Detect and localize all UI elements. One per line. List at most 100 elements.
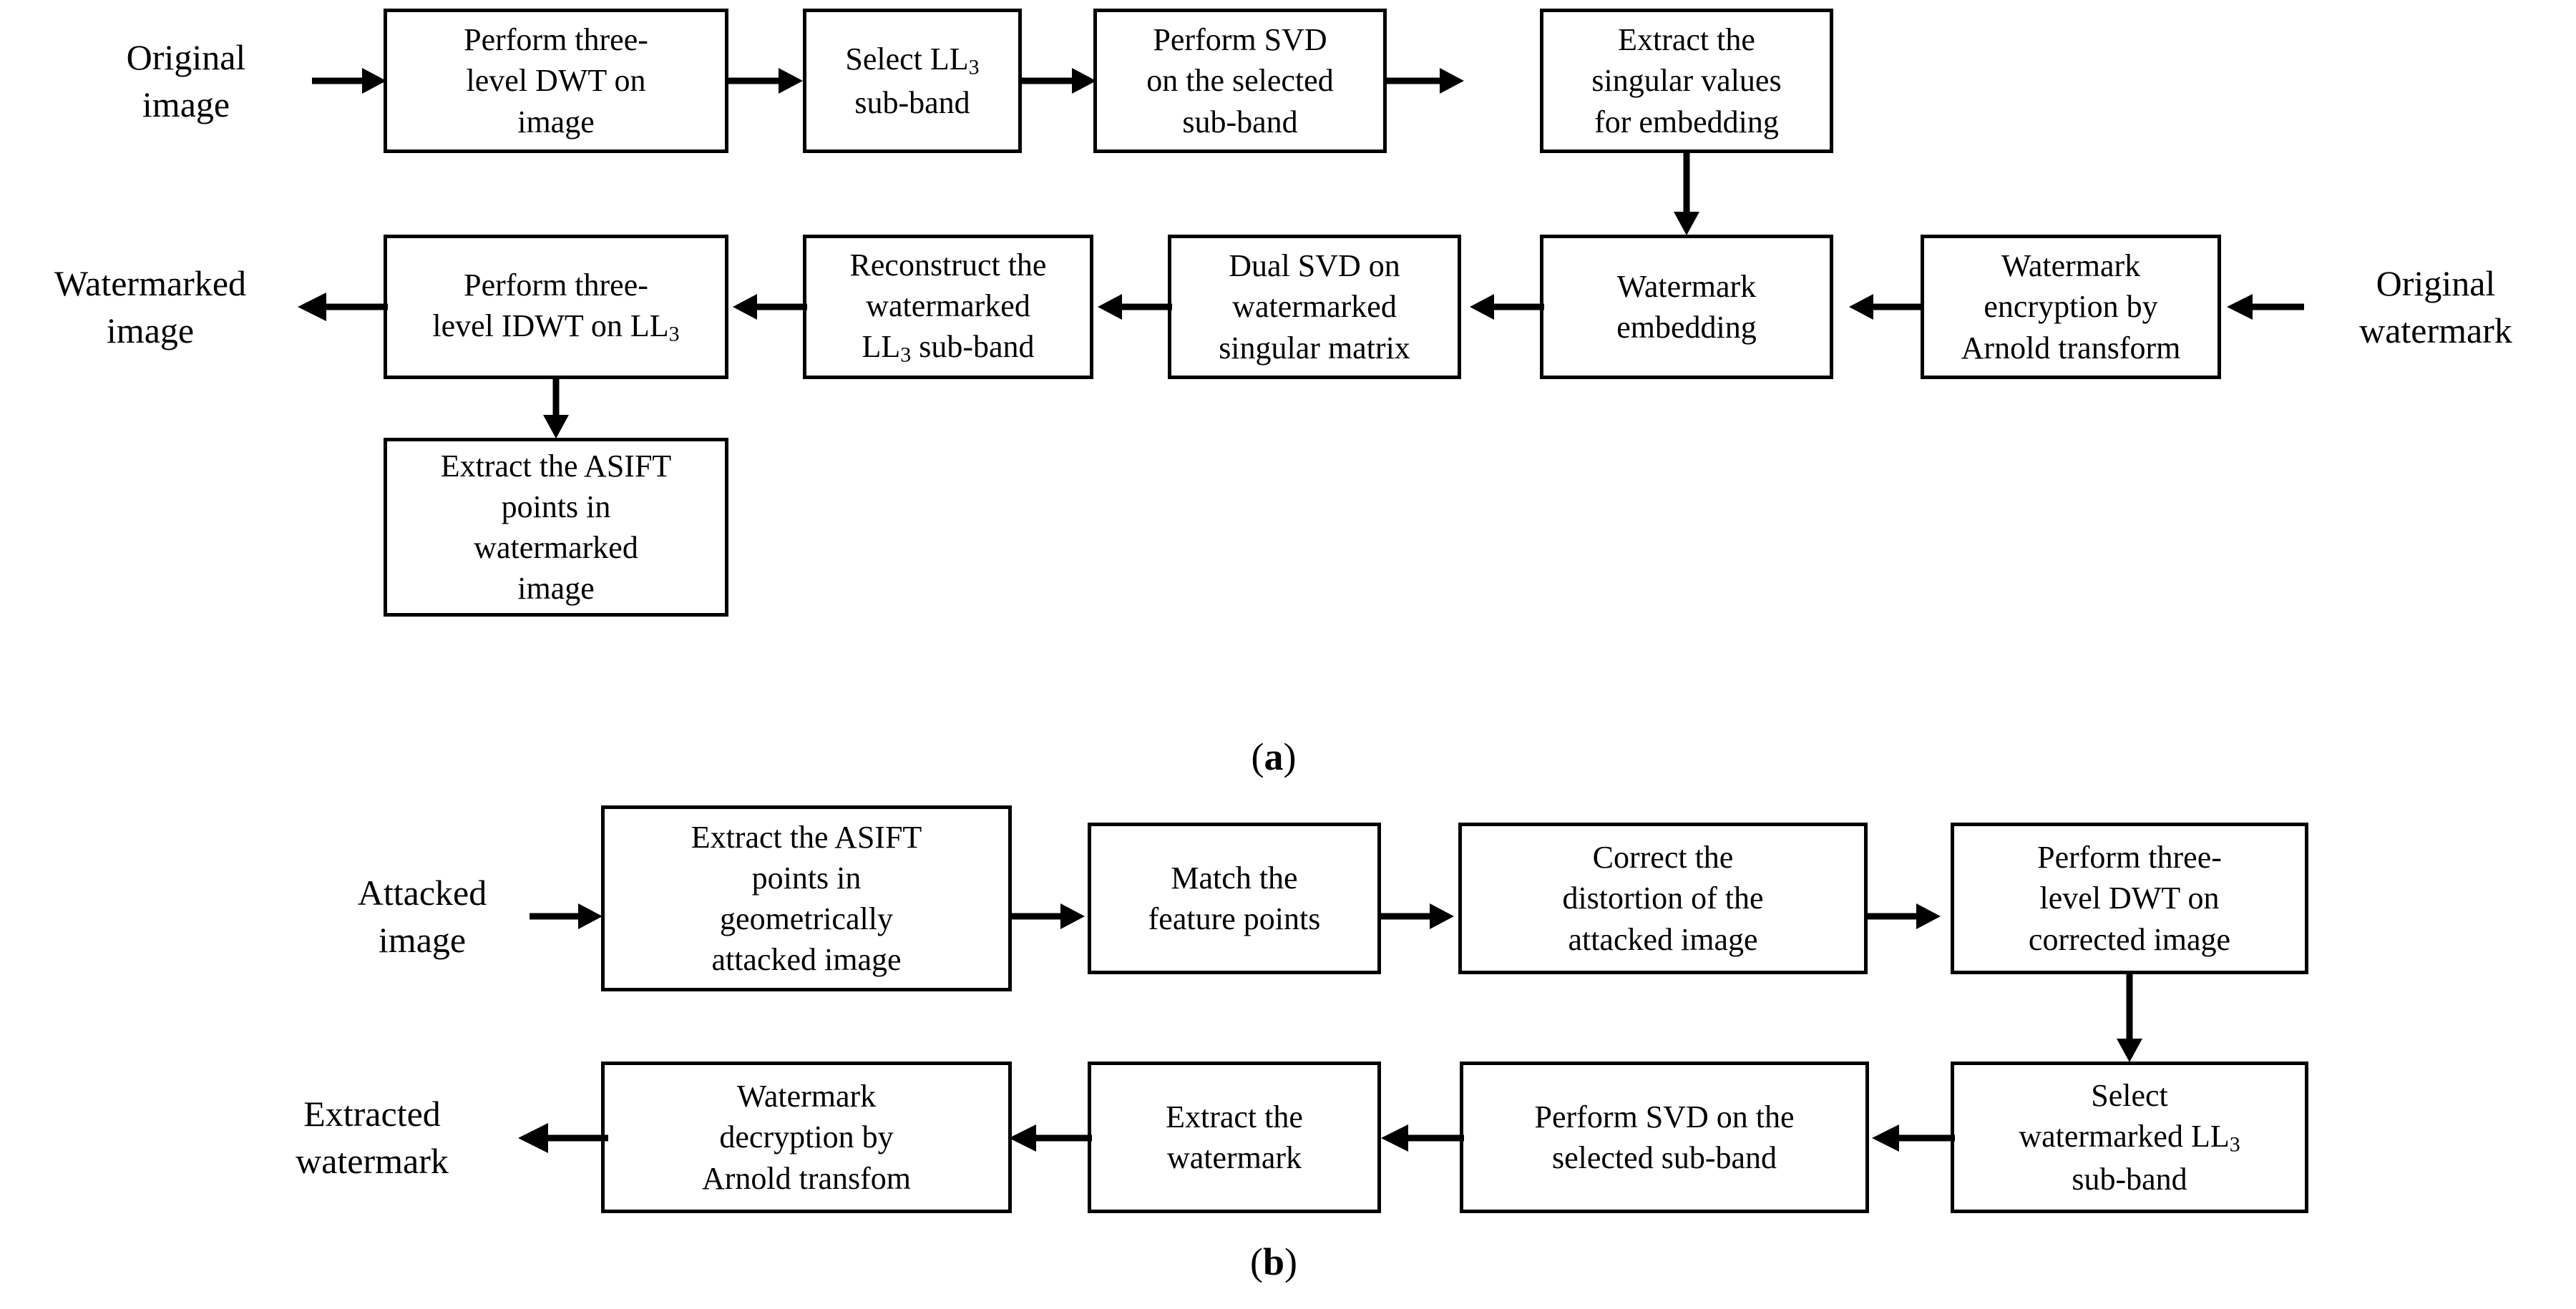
arrow-a8-to-a9 — [728, 289, 807, 325]
node-extract-asift-points-in-geometrically-attacked-image[interactable]: Extract the ASIFT points in geometricall… — [601, 805, 1012, 991]
node-a10-line1: Extract the ASIFT — [440, 448, 672, 484]
node-a7-line1: Dual SVD on — [1229, 248, 1400, 284]
terminal-watermarked-image-line2: image — [106, 310, 195, 350]
node-watermark-decryption-by-arnold-transfom[interactable]: Watermark decryption by Arnold transfom — [601, 1062, 1012, 1213]
arrow-a3-to-a4 — [1387, 63, 1465, 99]
node-b1-line4: attacked image — [711, 942, 902, 978]
node-a3-line3: sub-band — [1182, 104, 1298, 139]
node-a10-line3: watermarked — [474, 530, 638, 565]
node-select-watermarked-ll3-sub-band[interactable]: Select watermarked LL3 sub-band — [1951, 1062, 2308, 1213]
node-b4-line1: Perform three- — [2037, 840, 2222, 876]
node-b2-line2: feature points — [1148, 901, 1321, 936]
terminal-attacked-image: Attacked image — [301, 855, 544, 977]
arrow-b6-to-b7 — [1378, 1120, 1464, 1156]
node-b6-line1: Perform SVD on the — [1534, 1099, 1795, 1134]
terminal-extracted-watermark: Extracted watermark — [236, 1073, 508, 1202]
node-perform-svd-on-selected-sub-band[interactable]: Perform SVD on the selected sub-band — [1093, 9, 1387, 153]
node-watermark-encryption-by-arnold-transform[interactable]: Watermark encryption by Arnold transform — [1921, 235, 2221, 379]
node-a3-line2: on the selected — [1146, 63, 1334, 99]
node-perform-three-level-dwt-on-corrected-image[interactable]: Perform three- level DWT on corrected im… — [1951, 823, 2308, 974]
node-match-the-feature-points[interactable]: Match the feature points — [1088, 823, 1381, 974]
arrow-attacked-image-to-b1 — [530, 898, 605, 934]
terminal-attacked-image-line2: image — [378, 920, 467, 960]
node-b4-line2: level DWT on — [2039, 881, 2220, 916]
node-b1-line2: points in — [751, 860, 862, 896]
arrow-b2-to-b3 — [1381, 898, 1457, 934]
node-b4-line3: corrected image — [2028, 921, 2231, 957]
panel-a-caption-text: (a) — [1251, 735, 1297, 778]
node-extract-asift-points-in-watermarked-image[interactable]: Extract the ASIFT points in watermarked … — [384, 438, 728, 617]
arrow-original-watermark-to-a6 — [1845, 289, 1923, 325]
node-perform-three-level-idwt-on-ll3[interactable]: Perform three- level IDWT on LL3 — [384, 235, 728, 379]
node-b8-line2: decryption by — [719, 1119, 894, 1155]
node-b3-line1: Correct the — [1592, 840, 1734, 876]
arrow-a9-to-watermarked-image — [295, 289, 388, 325]
node-a5-line2: embedding — [1616, 310, 1757, 345]
node-a3-line1: Perform SVD — [1153, 22, 1327, 58]
arrow-b1-to-b2 — [1012, 898, 1088, 934]
node-a7-line2: watermarked — [1232, 289, 1397, 325]
node-b8-line1: Watermark — [736, 1079, 877, 1114]
node-a4-line1: Extract the — [1618, 22, 1755, 58]
terminal-original-watermark-line1: Original — [2376, 263, 2496, 303]
arrow-a9-to-a10 — [538, 378, 574, 439]
node-a10-line4: image — [517, 571, 595, 607]
node-b5-line1: Select — [2091, 1077, 2168, 1113]
node-a1-line1: Perform three- — [464, 22, 648, 58]
terminal-attacked-image-line1: Attacked — [357, 873, 487, 913]
terminal-original-image-line1: Original — [126, 37, 246, 77]
node-b2-line1: Match the — [1171, 860, 1298, 896]
panel-b-caption-text: (b) — [1249, 1240, 1297, 1283]
terminal-original-watermark-line2: watermark — [2359, 310, 2512, 350]
node-correct-the-distortion-of-the-attacked-image[interactable]: Correct the distortion of the attacked i… — [1458, 823, 1868, 974]
node-extract-singular-values-for-embedding[interactable]: Extract the singular values for embeddin… — [1540, 9, 1833, 153]
node-perform-three-level-dwt-on-image[interactable]: Perform three- level DWT on image — [384, 9, 728, 153]
arrow-b7-to-b8 — [1006, 1120, 1092, 1156]
terminal-original-watermark: Original watermark — [2303, 246, 2569, 368]
node-a1-line2: level DWT on — [466, 63, 646, 99]
node-a5-line1: Watermark — [1616, 268, 1757, 304]
terminal-extracted-watermark-line2: watermark — [296, 1141, 449, 1181]
arrow-b5-to-b6 — [1869, 1120, 1955, 1156]
arrow-a4-to-a5 — [1669, 152, 1704, 236]
node-b7-line2: watermark — [1166, 1140, 1302, 1175]
node-a2-line1: Select LL3 — [845, 41, 980, 79]
node-a4-line2: singular values — [1591, 63, 1782, 99]
terminal-watermarked-image: Watermarked image — [7, 246, 293, 368]
node-a10-line2: points in — [501, 489, 611, 524]
node-b3-line2: distortion of the — [1562, 881, 1764, 916]
node-a2-line2: sub-band — [854, 84, 970, 120]
node-select-ll3-sub-band[interactable]: Select LL3 sub-band — [803, 9, 1022, 153]
node-extract-the-watermark[interactable]: Extract the watermark — [1088, 1062, 1381, 1213]
panel-b-caption: (b) — [1209, 1229, 1338, 1295]
node-a7-line3: singular matrix — [1219, 330, 1410, 366]
terminal-watermarked-image-line1: Watermarked — [54, 263, 247, 303]
node-a6-line3: Arnold transform — [1961, 330, 2181, 366]
arrow-a1-to-a2 — [728, 63, 804, 99]
node-b3-line3: attacked image — [1568, 921, 1758, 957]
node-a8-line2: watermarked — [866, 288, 1030, 323]
node-b1-line1: Extract the ASIFT — [691, 819, 922, 855]
arrow-a6-to-a5 — [1465, 289, 1544, 325]
node-b5-line2: watermarked LL3 — [2019, 1118, 2240, 1157]
terminal-original-image: Original image — [57, 20, 315, 142]
node-a4-line3: for embedding — [1594, 104, 1779, 139]
node-a8-line1: Reconstruct the — [849, 247, 1047, 283]
arrow-b4-to-b5 — [2112, 973, 2147, 1063]
node-dual-svd-on-watermarked-singular-matrix[interactable]: Dual SVD on watermarked singular matrix — [1168, 235, 1461, 379]
node-reconstruct-watermarked-ll3-sub-band[interactable]: Reconstruct the watermarked LL3 sub-band — [803, 235, 1093, 379]
node-watermark-embedding[interactable]: Watermark embedding — [1540, 235, 1833, 379]
node-b1-line3: geometrically — [720, 901, 893, 936]
terminal-extracted-watermark-line1: Extracted — [303, 1094, 441, 1134]
node-b6-line2: selected sub-band — [1552, 1140, 1777, 1175]
node-perform-svd-on-the-selected-sub-band[interactable]: Perform SVD on the selected sub-band — [1460, 1062, 1869, 1213]
arrow-original-image-to-dwt — [312, 63, 388, 99]
node-b8-line3: Arnold transfom — [701, 1160, 912, 1196]
node-a8-line3: LL3 sub-band — [862, 328, 1035, 367]
arrow-b3-to-b4 — [1868, 898, 1943, 934]
arrow-a7-to-a8 — [1093, 289, 1172, 325]
arrow-terminal-original-watermark-into-a6 — [2221, 289, 2304, 325]
node-a6-line1: Watermark — [2001, 248, 2141, 284]
node-a9-line1: Perform three- — [464, 268, 648, 303]
